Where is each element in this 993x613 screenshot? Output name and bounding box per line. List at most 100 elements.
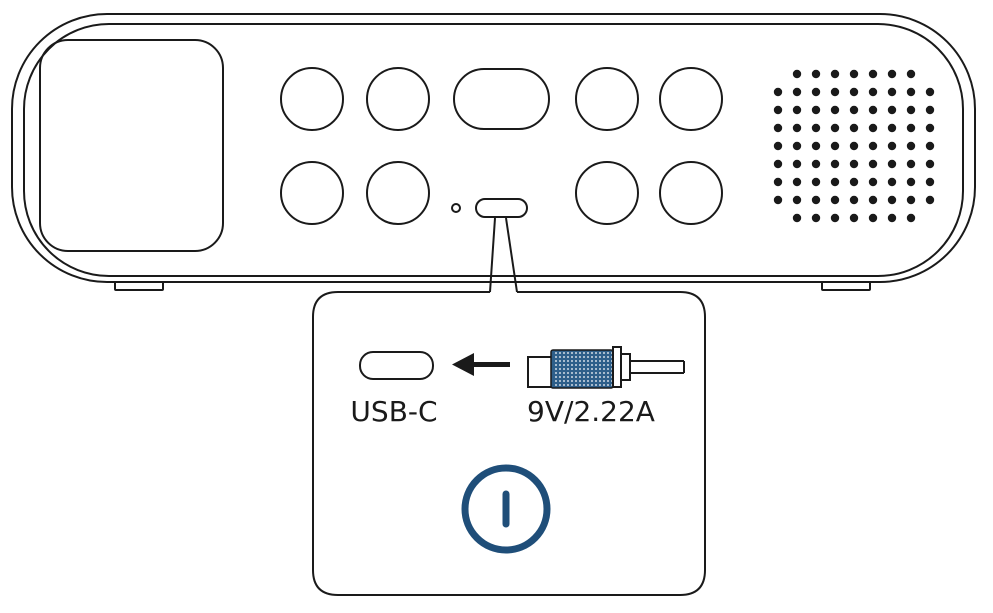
grille-hole (811, 87, 821, 97)
panel-button (659, 161, 723, 225)
knurl-dot (563, 368, 565, 370)
grille-hole (906, 195, 916, 205)
grille-hole (830, 177, 840, 187)
knurl-dot (571, 380, 573, 382)
grille-hole (887, 141, 897, 151)
grille-hole (811, 159, 821, 169)
knurl-dot (583, 360, 585, 362)
knurl-dot (607, 356, 609, 358)
knurl-dot (607, 376, 609, 378)
grille-hole (830, 105, 840, 115)
right-foot (821, 281, 871, 291)
knurl-dot (555, 356, 557, 358)
grille-hole (792, 123, 802, 133)
knurl-dot (575, 376, 577, 378)
grille-hole (925, 177, 935, 187)
grille-hole (773, 159, 783, 169)
knurl-dot (579, 356, 581, 358)
panel-button (659, 67, 723, 131)
grille-hole (773, 195, 783, 205)
knurl-dot (559, 376, 561, 378)
barrel-plug-icon (527, 346, 685, 389)
knurl-dot (555, 364, 557, 366)
knurl-dot (583, 376, 585, 378)
knurl-dot (575, 368, 577, 370)
grille-hole (887, 213, 897, 223)
grille-hole (830, 159, 840, 169)
knurl-dot (567, 380, 569, 382)
grille-hole (849, 87, 859, 97)
projector-rear-panel (11, 13, 976, 291)
knurl-dot (591, 384, 593, 386)
knurl-dot (595, 368, 597, 370)
grille-hole (849, 159, 859, 169)
knurl-dot (599, 372, 601, 374)
knurl-dot (599, 384, 601, 386)
grille-hole (830, 141, 840, 151)
knurl-dot (575, 384, 577, 386)
grille-hole (925, 141, 935, 151)
grille-hole (906, 213, 916, 223)
grille-hole (868, 177, 878, 187)
grille-hole (868, 105, 878, 115)
knurl-dot (591, 376, 593, 378)
grille-hole (811, 123, 821, 133)
knurl-dot (603, 352, 605, 354)
grille-hole (811, 141, 821, 151)
grille-hole (811, 177, 821, 187)
knurl-dot (575, 364, 577, 366)
knurl-dot (595, 372, 597, 374)
grille-hole (792, 195, 802, 205)
knurl-dot (583, 380, 585, 382)
knurl-dot (603, 368, 605, 370)
knurl-dot (599, 360, 601, 362)
grille-hole (773, 105, 783, 115)
lens-window (39, 39, 224, 252)
knurl-dot (591, 372, 593, 374)
knurl-dot (567, 352, 569, 354)
knurl-dot (603, 380, 605, 382)
knurl-dot (555, 376, 557, 378)
callout (312, 217, 706, 596)
knurl-dot (587, 352, 589, 354)
knurl-dot (587, 364, 589, 366)
knurl-dot (559, 360, 561, 362)
grille-hole (868, 69, 878, 79)
grille-hole (868, 159, 878, 169)
grille-hole (906, 177, 916, 187)
knurl-dot (599, 364, 601, 366)
usb-c-port-icon (359, 351, 434, 380)
grille-hole (906, 159, 916, 169)
knurl-dot (579, 368, 581, 370)
knurl-dot (595, 364, 597, 366)
grille-hole (887, 105, 897, 115)
knurl-dot (571, 376, 573, 378)
grille-hole (925, 87, 935, 97)
knurl-dot (587, 360, 589, 362)
grille-hole (830, 213, 840, 223)
knurl-dot (579, 384, 581, 386)
knurl-dot (563, 372, 565, 374)
knurl-dot (587, 372, 589, 374)
grille-hole (868, 141, 878, 151)
knurl-dot (559, 368, 561, 370)
knurl-dot (579, 352, 581, 354)
knurl-dot (571, 364, 573, 366)
knurl-dot (555, 352, 557, 354)
grille-hole (906, 105, 916, 115)
grille-hole (849, 123, 859, 133)
knurl-dot (559, 384, 561, 386)
knurl-dot (579, 360, 581, 362)
grille-hole (887, 195, 897, 205)
knurl-dot (555, 384, 557, 386)
grille-hole (830, 69, 840, 79)
grille-hole (830, 87, 840, 97)
insert-arrow-icon (452, 353, 510, 376)
grille-hole (868, 213, 878, 223)
knurl-dot (579, 376, 581, 378)
grille-hole (792, 69, 802, 79)
grille-hole (792, 159, 802, 169)
knurl-dot (599, 352, 601, 354)
knurl-dot (559, 356, 561, 358)
